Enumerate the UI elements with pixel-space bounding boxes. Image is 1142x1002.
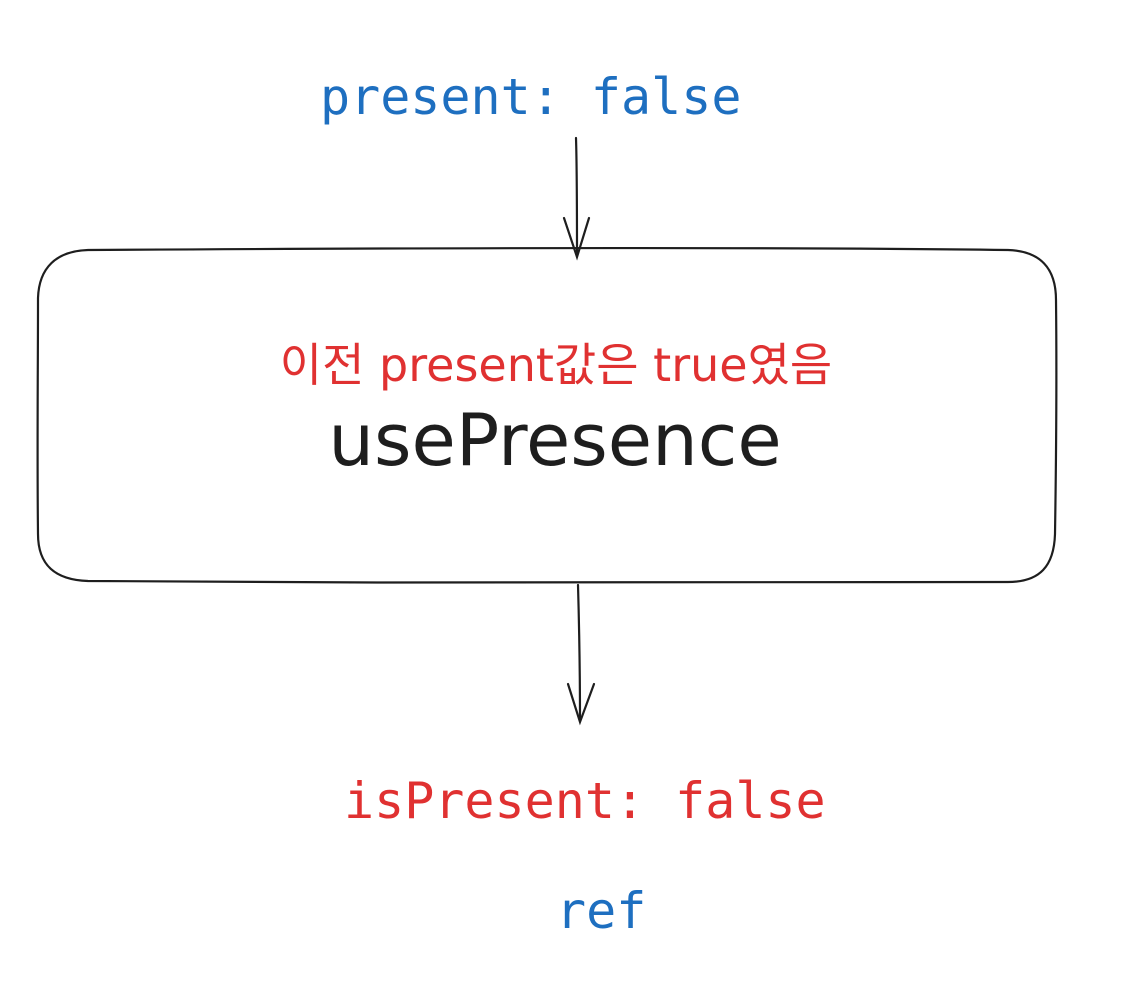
arrow-node-to-output <box>566 583 596 726</box>
arrow-output-shaft <box>576 583 582 723</box>
output-ispresent-label: isPresent: false <box>344 772 826 830</box>
node-note-label: 이전 present값은 true였음 <box>279 338 833 392</box>
arrow-input-head <box>562 216 591 261</box>
input-present-label: present: false <box>320 68 742 126</box>
node-box <box>36 247 1058 585</box>
node-title-usepresence: usePresence <box>328 398 782 482</box>
arrow-input-to-node <box>562 136 591 261</box>
arrow-output-head <box>566 682 596 726</box>
output-ref-label: ref <box>556 882 647 940</box>
arrow-input-shaft <box>574 136 579 258</box>
